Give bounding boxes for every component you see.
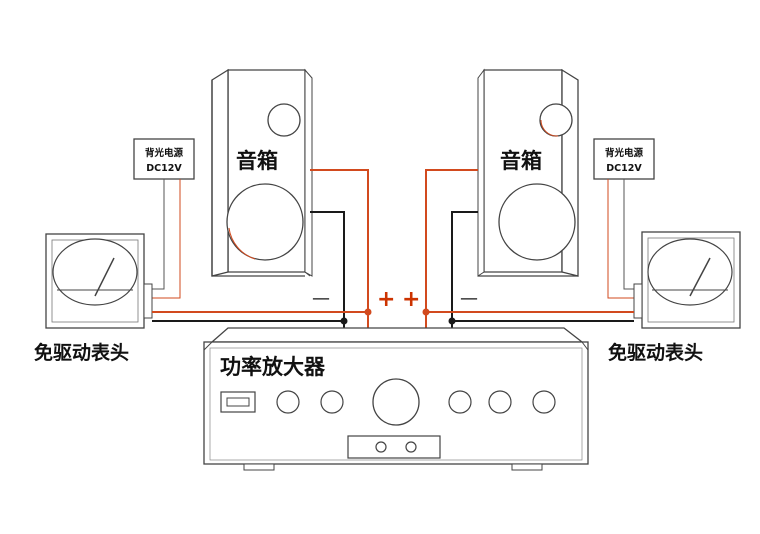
backlight-right-line1: 背光电源: [605, 147, 644, 159]
input-jack-right: [405, 441, 417, 453]
woofer-left: [226, 183, 304, 261]
meter-right-label: 免驱动表头: [608, 341, 703, 364]
knob-1: [276, 390, 300, 414]
speaker-wires: [152, 169, 634, 328]
plus-left: +: [377, 287, 395, 312]
foot-right: [511, 463, 543, 471]
foot-left: [243, 463, 275, 471]
speaker-left-label: 音箱: [236, 149, 278, 173]
backlight-power-right: 背光电源 DC12V: [593, 138, 655, 180]
input-jack-left: [375, 441, 387, 453]
tweeter-right: [539, 103, 573, 137]
backlight-left-line2: DC12V: [146, 163, 182, 174]
minus-left: —: [312, 288, 330, 309]
plus-right: +: [402, 287, 420, 312]
speaker-left: 音箱: [211, 68, 313, 277]
meter-left-label: 免驱动表头: [34, 341, 129, 364]
power-switch-inner: [226, 397, 250, 407]
knob-2: [320, 390, 344, 414]
amplifier-label: 功率放大器: [220, 355, 326, 379]
meter-right: 免驱动表头: [608, 231, 741, 364]
backlight-power-left: 背光电源 DC12V: [133, 138, 195, 180]
backlight-left-line1: 背光电源: [145, 147, 184, 159]
woofer-right: [498, 183, 576, 261]
knob-3: [448, 390, 472, 414]
tweeter-left: [267, 103, 301, 137]
meter-left-needle: [94, 257, 115, 297]
meter-right-needle: [689, 257, 711, 297]
speaker-right: 音箱: [477, 68, 579, 277]
backlight-wires: [150, 179, 636, 299]
knob-4: [488, 390, 512, 414]
amplifier: 功率放大器: [203, 327, 589, 471]
volume-knob: [372, 378, 420, 426]
backlight-right-line2: DC12V: [606, 163, 642, 174]
meter-left: 免驱动表头: [34, 233, 153, 364]
knob-5: [532, 390, 556, 414]
minus-right: —: [460, 288, 478, 309]
speaker-right-label: 音箱: [500, 149, 542, 173]
input-panel: [347, 435, 441, 459]
